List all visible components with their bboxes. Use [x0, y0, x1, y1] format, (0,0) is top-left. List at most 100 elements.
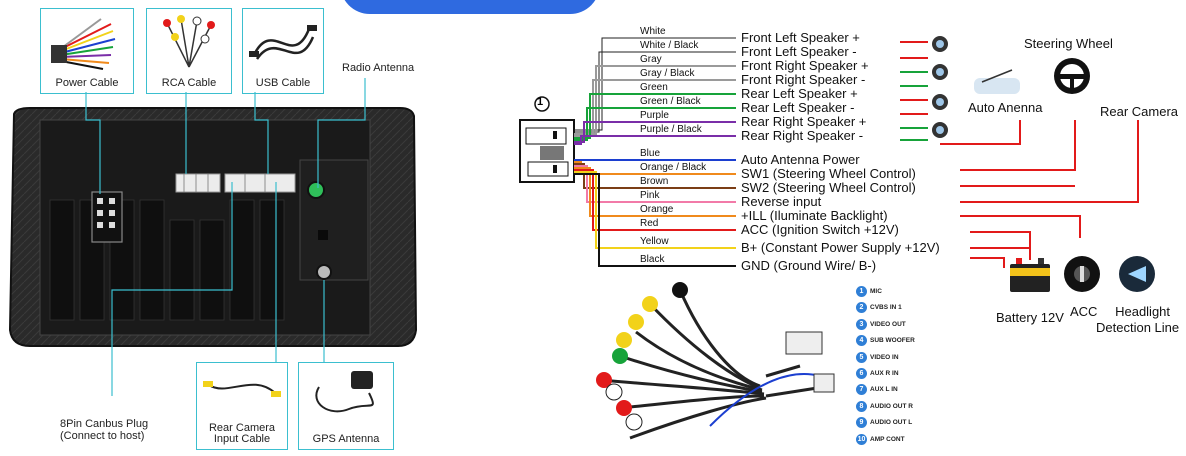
steering-wheel-label: Steering Wheel	[1024, 36, 1113, 51]
rca-cable-thumb: RCA Cable	[146, 8, 232, 94]
wire-function-label: Auto Antenna Power	[741, 152, 860, 167]
acc-label: ACC	[1070, 304, 1098, 319]
rear-camera-line1: Rear Camera	[208, 422, 276, 434]
canbus-line2: (Connect to host)	[60, 430, 145, 442]
wire-line	[574, 171, 736, 249]
connector-number: 1	[537, 96, 544, 108]
usb-cable-image	[249, 25, 317, 60]
battery-icon	[1010, 258, 1050, 292]
wire-color-label: Green	[640, 82, 668, 93]
usb-cable-label: USB Cable	[255, 77, 311, 89]
wire-line	[574, 165, 736, 203]
rear-camera-line2: Input Cable	[213, 433, 271, 445]
power-cable-image	[51, 18, 116, 70]
wire-function-label: B+ (Constant Power Supply +12V)	[741, 240, 940, 255]
rca-pin-label: AUDIO OUT L	[870, 419, 913, 427]
acc-ignition-icon	[1064, 256, 1100, 292]
power-cable-label: Power Cable	[55, 77, 119, 89]
canbus-label: 8Pin Canbus Plug (Connect to host)	[60, 418, 148, 442]
wire-color-label: Blue	[640, 148, 661, 159]
rca-pin-label: VIDEO OUT	[870, 320, 906, 328]
rca-cable-image	[163, 15, 215, 68]
rca-pin-label: AUX R IN	[870, 370, 899, 377]
wire-function-label: SW1 (Steering Wheel Control)	[741, 166, 916, 181]
wire-function-label: +ILL (Iluminate Backlight)	[741, 208, 888, 223]
wire-function-label: Front Left Speaker -	[741, 44, 857, 59]
wire-line	[574, 163, 736, 189]
power-cable-thumb: Power Cable	[40, 8, 134, 94]
rca-pin-label: SUB WOOFER	[870, 337, 915, 345]
wire-function-label: Rear Left Speaker +	[741, 86, 858, 101]
gps-antenna-label: GPS Antenna	[312, 433, 380, 445]
rca-pin-number: 5	[856, 351, 867, 363]
rca-pin-label: MIC	[870, 288, 882, 295]
rca-pin-number: 6	[856, 368, 867, 379]
wire-line	[574, 167, 736, 217]
wire-function-label: Rear Left Speaker -	[741, 100, 855, 115]
rca-pin-label: AUDIO OUT R	[870, 402, 913, 410]
headlight-line2: Detection Line	[1096, 320, 1180, 335]
rca-pin-number: 8	[856, 400, 867, 412]
wire-color-label: Purple / Black	[640, 124, 702, 135]
wire-color-label: Brown	[640, 176, 669, 187]
wire-line	[574, 173, 736, 267]
rca-pin-label: AUX L IN	[870, 386, 898, 394]
rear-camera-cable-image	[203, 381, 281, 397]
rca-pin-number: 1	[856, 286, 867, 297]
rca-pin-number: 10	[856, 433, 867, 445]
wiring-diagram	[519, 37, 736, 267]
auto-anenna-label: Auto Anenna	[968, 100, 1043, 115]
radio-antenna-label: Radio Antenna	[342, 62, 415, 74]
wire-function-label: Front Right Speaker -	[741, 72, 866, 87]
headlight-label: Headlight Detection Line	[1096, 304, 1179, 336]
wire-function-label: GND (Ground Wire/ B-)	[741, 258, 877, 273]
wire-color-label: White	[640, 26, 666, 37]
rca-pin-number: 3	[856, 318, 867, 330]
wire-line	[574, 169, 736, 231]
device-connection-lines	[940, 120, 1139, 268]
gps-antenna-thumb: GPS Antenna	[298, 362, 394, 450]
head-unit-back	[8, 107, 418, 347]
callout-lines	[85, 78, 366, 396]
gps-antenna-image	[315, 371, 374, 413]
rear-camera-cable-thumb: Rear Camera Input Cable	[196, 362, 288, 450]
rear-camera-label: Rear Camera	[1100, 104, 1179, 119]
wire-color-label: Purple	[640, 110, 669, 121]
wire-color-label: Yellow	[640, 236, 669, 247]
wire-color-label: White / Black	[640, 40, 699, 51]
steering-wheel-icon	[1054, 58, 1090, 94]
auto-antenna-icon	[974, 69, 1020, 94]
rca-pin-number: 9	[856, 417, 867, 429]
speaker-pigtails	[900, 36, 948, 141]
wire-function-label: SW2 (Steering Wheel Control)	[741, 180, 916, 195]
usb-cable-thumb: USB Cable	[242, 8, 324, 94]
wire-color-label: Orange / Black	[640, 162, 707, 173]
battery-label: Battery 12V	[996, 310, 1064, 325]
wire-function-label: ACC (Ignition Switch +12V)	[741, 222, 899, 237]
wire-function-label: Front Right Speaker +	[741, 58, 869, 73]
rca-pin-label: VIDEO IN	[870, 353, 899, 361]
wire-function-label: Reverse input	[741, 194, 822, 209]
wire-color-label: Gray	[640, 54, 662, 65]
wire-color-label: Orange	[640, 204, 674, 215]
wire-color-label: Gray / Black	[640, 68, 695, 79]
headlight-line1: Headlight	[1115, 304, 1171, 319]
wire-color-label: Pink	[640, 190, 660, 201]
rear-camera-cable-label: Rear Camera Input Cable	[197, 423, 287, 445]
rca-pin-label: AMP CONT	[870, 435, 905, 443]
rca-pin-label: CVBS IN 1	[870, 304, 902, 312]
rca-harness-image	[596, 282, 835, 440]
wire-line	[574, 121, 736, 143]
rca-pin-number: 4	[856, 335, 867, 347]
rca-pin-number: 2	[856, 302, 867, 314]
wire-function-label: Rear Right Speaker +	[741, 114, 867, 129]
headlight-icon	[1119, 256, 1155, 292]
wire-color-label: Black	[640, 254, 665, 265]
canbus-line1: 8Pin Canbus Plug	[60, 418, 149, 430]
wire-function-label: Front Left Speaker +	[741, 30, 860, 45]
wire-color-label: Green / Black	[640, 96, 701, 107]
rca-cable-label: RCA Cable	[161, 77, 217, 89]
top-banner	[340, 0, 600, 14]
wire-color-label: Red	[640, 218, 659, 229]
wire-line	[574, 135, 736, 145]
